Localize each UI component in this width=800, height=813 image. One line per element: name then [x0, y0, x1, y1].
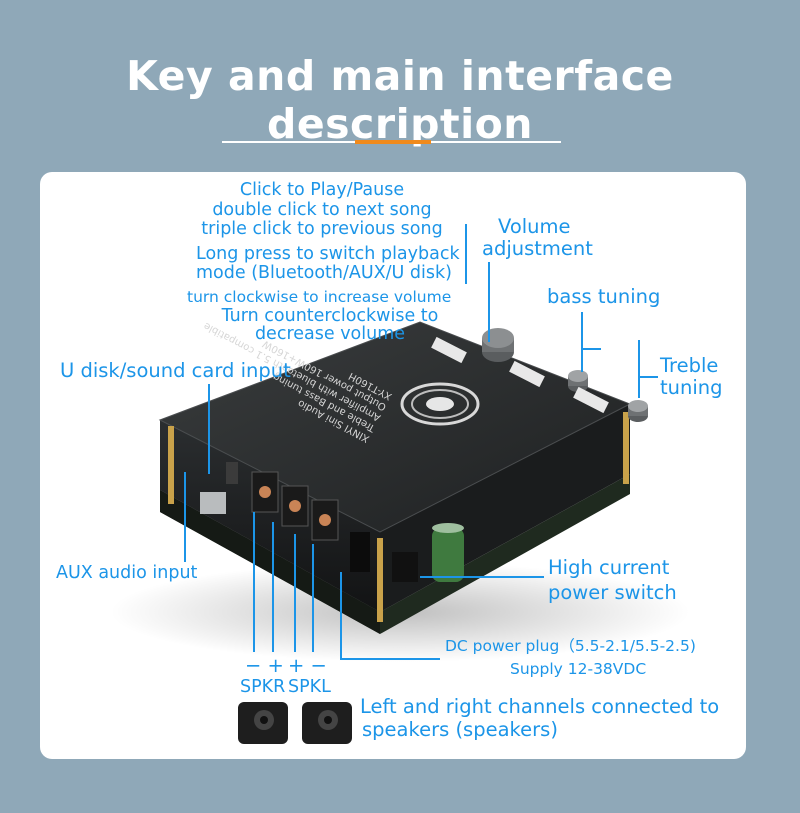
- spkr-callout-line: [253, 512, 255, 652]
- dc-callout-line: [340, 658, 440, 660]
- speaker-terminal-icon: [251, 471, 339, 541]
- volume-label: Volume: [498, 215, 571, 238]
- dc-plug-label: DC power plug（5.5-2.1/5.5-2.5): [445, 637, 696, 655]
- title-divider-left: [222, 141, 355, 143]
- treble-callout-line: [638, 376, 658, 378]
- knob-description-line: decrease volume: [254, 324, 406, 344]
- bass-knob-icon: [568, 370, 588, 392]
- title-divider-accent: [355, 140, 431, 144]
- udisk-input-label: U disk/sound card input: [60, 359, 291, 382]
- udisk-callout-line: [208, 384, 210, 474]
- brand-logo: [400, 382, 480, 426]
- dc-supply-label: Supply 12-38VDC: [510, 660, 647, 678]
- bass-callout-line: [581, 348, 601, 350]
- treble-tuning-label: tuning: [660, 376, 723, 399]
- power-switch-icon: [392, 552, 418, 582]
- knob-description-line: Click to Play/Pause: [239, 180, 405, 200]
- volume-callout-line: [488, 262, 490, 342]
- knob-callout-line: [465, 224, 467, 284]
- speaker-right-icon: [302, 702, 352, 744]
- amplifier-board-illustration: XINYI Sini Audio Treble and Bass tuning …: [110, 320, 690, 744]
- speaker-left-icon: [238, 702, 288, 744]
- spkl-callout-line: [312, 544, 314, 652]
- knob-description-line: turn clockwise to increase volume: [187, 288, 452, 306]
- treble-callout-line: [638, 340, 640, 398]
- volume-label: adjustment: [482, 237, 593, 260]
- knob-description-line: triple click to previous song: [201, 219, 443, 239]
- treble-tuning-label: Treble: [660, 354, 719, 377]
- treble-knob-icon: [628, 400, 648, 422]
- aux-jack-icon: [226, 462, 238, 484]
- aux-input-label: AUX audio input: [56, 563, 198, 583]
- spkr-callout-line: [272, 522, 274, 652]
- bass-tuning-label: bass tuning: [547, 285, 661, 308]
- power-switch-callout-line: [420, 576, 544, 578]
- knob-description-line: Long press to switch playback: [196, 244, 460, 264]
- usb-port-icon: [200, 492, 226, 514]
- page-title: Key and main interface description: [126, 52, 674, 148]
- power-switch-label: High current: [548, 556, 670, 579]
- dc-callout-line: [340, 572, 342, 658]
- spkl-label: SPKL: [288, 677, 331, 697]
- spkr-polarity: − +: [245, 654, 284, 677]
- spkl-polarity: + −: [288, 654, 327, 677]
- spkl-callout-line: [294, 534, 296, 652]
- knob-description-line: mode (Bluetooth/AUX/U disk): [196, 263, 452, 283]
- speakers-description: Left and right channels connected to: [360, 695, 720, 718]
- spkr-label: SPKR: [240, 677, 286, 697]
- knob-description-line: double click to next song: [212, 200, 432, 220]
- aux-callout-line: [184, 472, 186, 562]
- speakers-description: speakers (speakers): [362, 718, 558, 741]
- knob-description-line: Turn counterclockwise to: [221, 306, 439, 326]
- power-switch-label: power switch: [548, 581, 677, 604]
- diagram-panel: XINYI Sini Audio Treble and Bass tuning …: [40, 172, 746, 759]
- capacitor-icon: [432, 523, 464, 582]
- dc-jack-icon: [350, 532, 370, 572]
- volume-knob-icon: [482, 328, 514, 362]
- bass-callout-line: [581, 312, 583, 372]
- title-divider-right: [431, 141, 561, 143]
